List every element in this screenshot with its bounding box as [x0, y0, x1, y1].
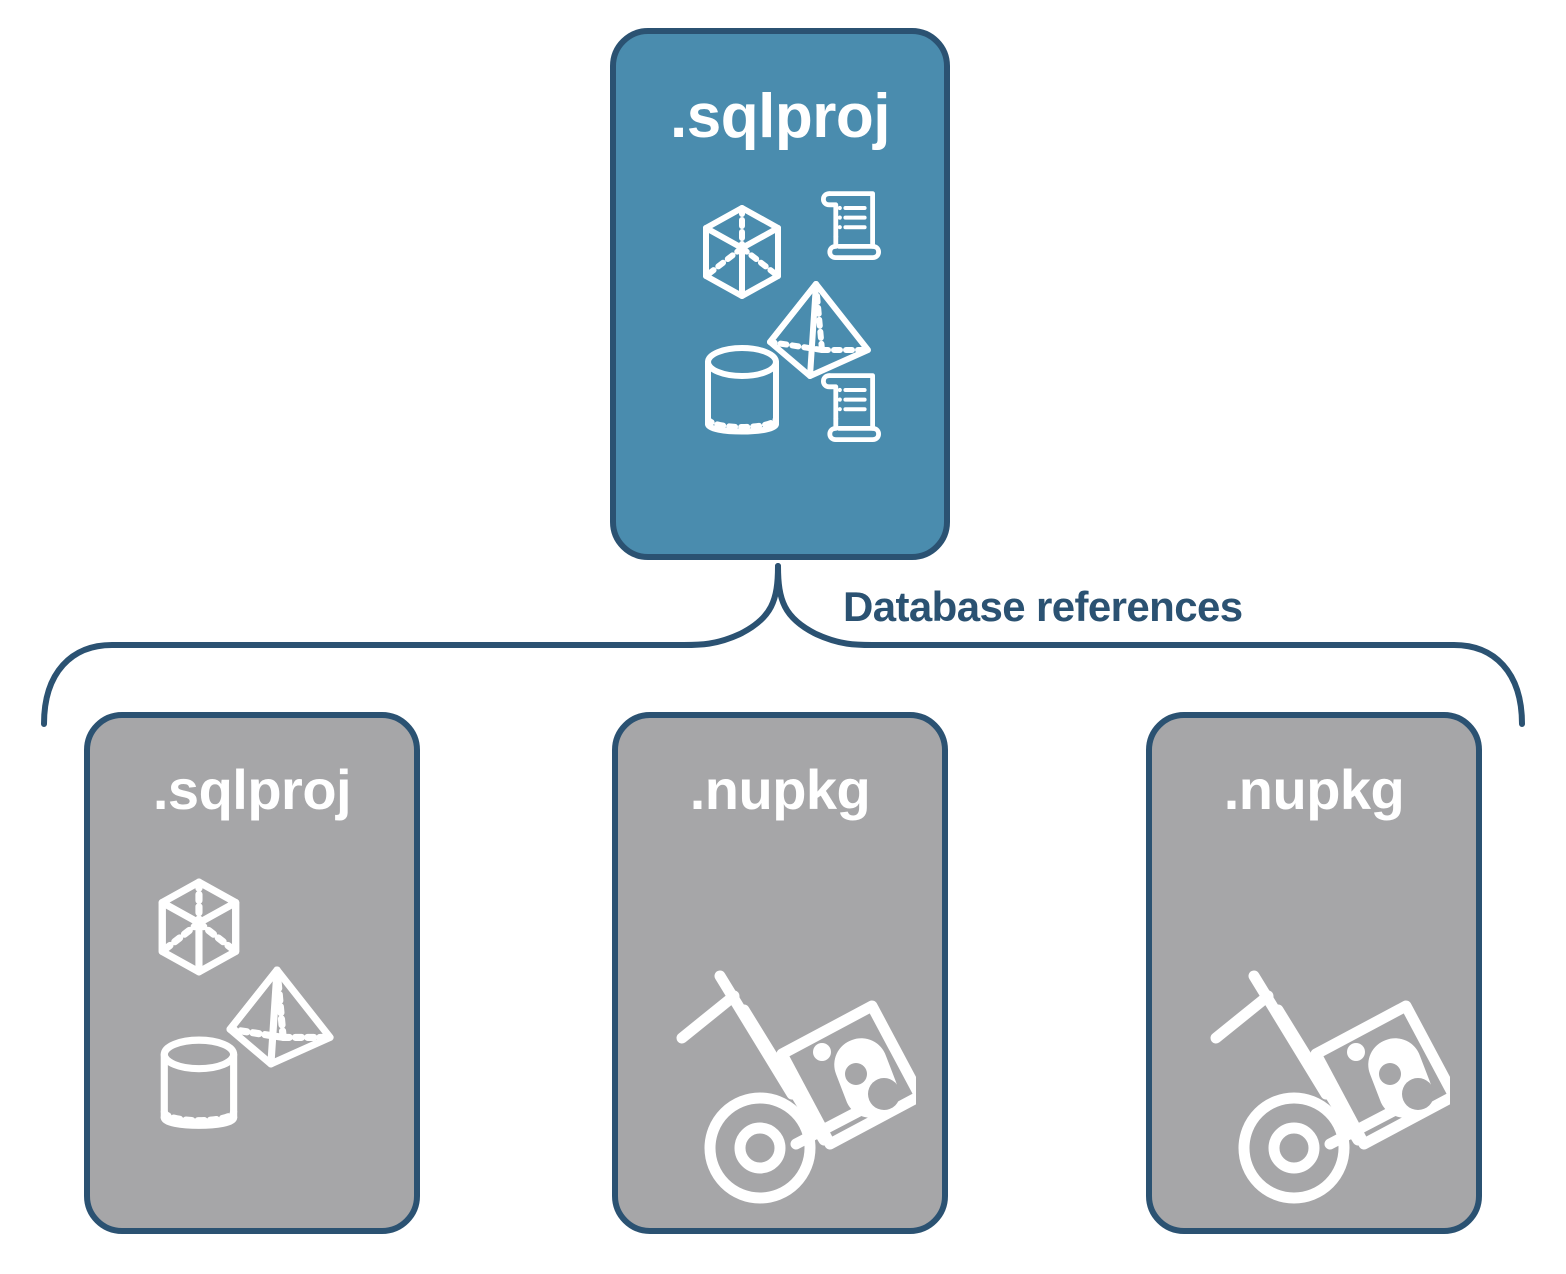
nuget-dots-cutout: [1379, 1063, 1434, 1110]
package-box-icon: [1310, 1000, 1450, 1150]
database-objects-icon-group: [158, 878, 334, 1129]
package-box-icon: [776, 1000, 916, 1150]
nuget-dots-cutout: [845, 1063, 900, 1110]
cylinder-icon: [160, 1036, 238, 1129]
reference-card-sqlproj[interactable]: .sqlproj: [84, 712, 420, 1234]
sqlproj-parent-card[interactable]: .sqlproj: [610, 28, 950, 560]
cube-icon: [703, 205, 781, 299]
reference-card-label: .nupkg: [1223, 758, 1405, 821]
scroll-icon: [821, 191, 881, 261]
reference-card-nupkg-1[interactable]: .nupkg: [612, 712, 948, 1234]
hand-truck-icon: [676, 970, 894, 1204]
reference-card-label: .nupkg: [689, 758, 871, 821]
database-references-label: Database references: [843, 583, 1243, 630]
pyramid-icon: [226, 966, 334, 1068]
hand-truck-icon-group: [1210, 970, 1450, 1204]
sqlproj-parent-label: .sqlproj: [670, 82, 890, 151]
database-objects-icon-group: [703, 191, 881, 443]
cube-icon: [158, 878, 240, 976]
scroll-icon: [821, 373, 881, 443]
hand-truck-icon-group: [676, 970, 916, 1204]
reference-card-nupkg-2[interactable]: .nupkg: [1146, 712, 1482, 1234]
pyramid-icon: [767, 281, 871, 379]
cylinder-icon: [705, 345, 779, 435]
reference-card-label: .sqlproj: [152, 758, 352, 821]
